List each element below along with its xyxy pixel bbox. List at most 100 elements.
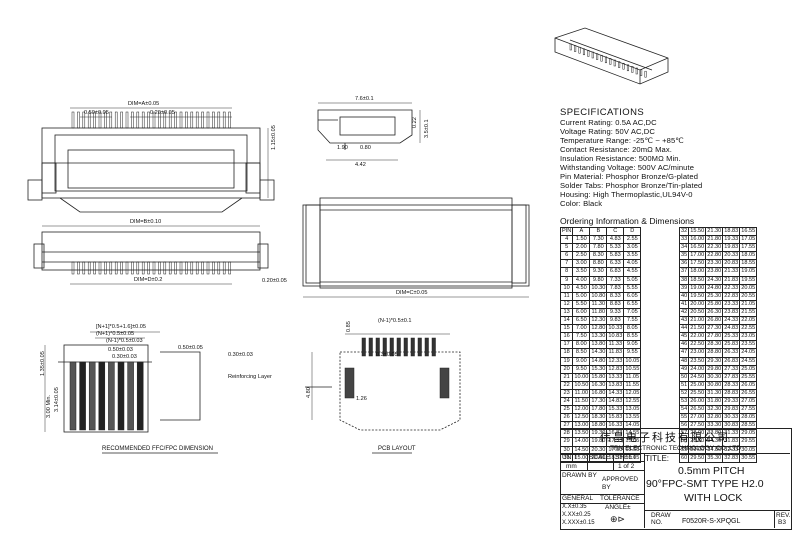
pin	[125, 261, 129, 275]
table-cell: 23.50	[688, 356, 707, 366]
pin	[98, 111, 102, 129]
table-cell: 14.05	[623, 421, 642, 431]
pin	[136, 261, 140, 275]
pin	[600, 54, 603, 62]
table-cell: 5.50	[572, 299, 591, 309]
table-cell: 38	[678, 275, 690, 285]
table-cell: 5.00	[572, 291, 591, 301]
table-cell: 30.55	[739, 453, 758, 463]
table-cell: 23	[559, 388, 574, 398]
table-header-cell: C	[606, 226, 625, 237]
pin	[98, 361, 106, 431]
pin	[174, 111, 177, 129]
reinforcing-layer-label: Reinforcing Layer	[228, 374, 272, 380]
table-cell: 20.33	[722, 251, 741, 261]
table-cell: 30.33	[722, 413, 741, 423]
table-cell: 24.00	[688, 364, 707, 374]
table-cell: 28.83	[722, 388, 741, 398]
table-cell: 28.05	[739, 413, 758, 423]
table-cell: 19.33	[722, 235, 741, 245]
pin	[109, 111, 113, 129]
table-cell: 24.55	[739, 356, 758, 366]
table-cell: 7.50	[572, 332, 591, 342]
table-cell: 41	[678, 299, 690, 309]
pin	[114, 261, 118, 275]
table-cell: 13.30	[589, 332, 608, 342]
table-cell: 10.55	[623, 364, 642, 374]
pin	[185, 261, 188, 275]
pin	[82, 261, 86, 275]
table-cell: 28	[559, 429, 574, 439]
table-cell: 9.83	[606, 316, 625, 326]
table-cell: 26.00	[688, 396, 707, 407]
table-cell: 18.30	[589, 413, 608, 423]
table-cell: 8.00	[572, 340, 591, 350]
table-cell: 8.05	[623, 324, 642, 334]
table-cell: 43	[678, 316, 690, 326]
specs-title: SPECIFICATIONS	[560, 107, 645, 118]
table-cell: 9.30	[589, 267, 608, 277]
table-cell: 28.55	[739, 421, 758, 431]
table-cell: 29.30	[705, 356, 724, 366]
table-cell: 27	[559, 421, 574, 431]
pin	[141, 111, 145, 129]
table-cell: 10.05	[623, 356, 642, 366]
pin	[158, 261, 161, 275]
dim-d-label: DIM=D±0.2	[134, 277, 163, 283]
table-cell: 8	[559, 267, 574, 277]
pin	[141, 261, 145, 275]
pin	[368, 337, 373, 357]
table-cell: 19	[559, 356, 574, 366]
table-cell: 37	[678, 267, 690, 277]
table-cell: 4.00	[572, 275, 591, 285]
pcb-085-label: 0.85	[346, 321, 352, 332]
table-cell: 16.55	[739, 226, 758, 237]
table-cell: 17	[559, 340, 574, 350]
approved-by-label: APPROVED BY	[602, 476, 639, 491]
general-label: GENERAL	[562, 495, 594, 502]
table-cell: 11.55	[623, 380, 642, 390]
table-cell: 9.55	[623, 348, 642, 358]
table-cell: 7	[559, 259, 574, 269]
table-header-cell: B	[589, 226, 608, 237]
table-cell: 27.55	[739, 405, 758, 415]
table-cell: 47	[678, 348, 690, 358]
table-cell: 17.80	[589, 405, 608, 415]
pin	[158, 111, 161, 129]
side-width-label: 7.6±0.1	[355, 96, 374, 102]
divider	[587, 453, 588, 470]
table-cell: 50	[678, 372, 690, 382]
table-cell: 36	[678, 259, 690, 269]
table-cell: 18.05	[739, 251, 758, 261]
table-cell: 26.83	[722, 356, 741, 366]
table-cell: 27.00	[688, 413, 707, 423]
table-header-cell: D	[623, 226, 642, 237]
pin	[417, 337, 422, 357]
unit-value: mm	[566, 463, 577, 470]
table-cell: 29.80	[705, 364, 724, 374]
table-cell: 4.05	[623, 259, 642, 269]
table-cell: 22.00	[688, 332, 707, 342]
table-cell: 14	[559, 316, 574, 326]
table-cell: 24.83	[722, 324, 741, 334]
table-cell: 3.50	[572, 267, 591, 277]
table-cell: 23.55	[739, 340, 758, 350]
table-cell: 22.33	[722, 283, 741, 293]
table-cell: 18.83	[722, 226, 741, 237]
table-cell: 13.80	[589, 340, 608, 350]
pin	[147, 111, 150, 129]
tolerance-label: TOLERANCE	[600, 495, 640, 502]
table-cell: 11.00	[572, 388, 591, 398]
